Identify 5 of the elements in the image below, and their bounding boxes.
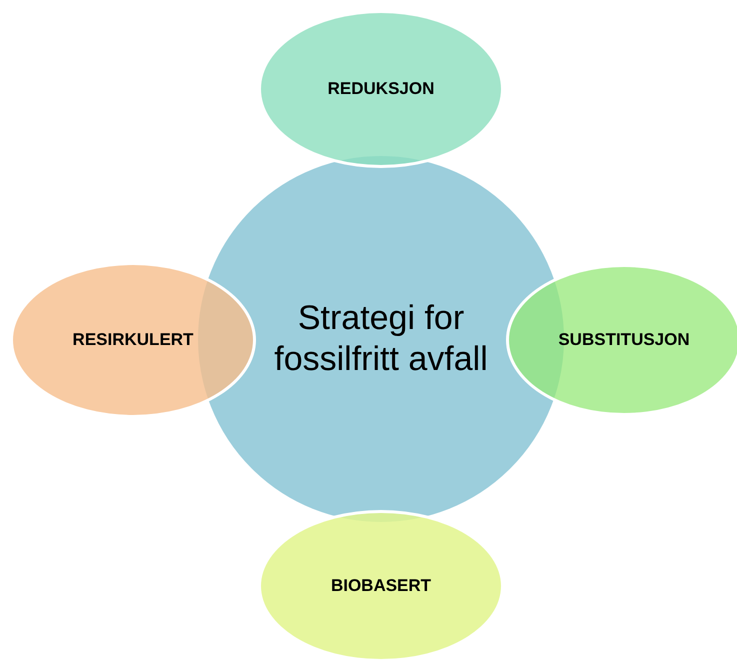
ellipse-label: BIOBASERT xyxy=(330,576,432,596)
ellipse-label: SUBSTITUSJON xyxy=(558,330,690,350)
circle-label: Strategi for fossilfritt avfall xyxy=(273,298,489,380)
ellipse-label: REDUKSJON xyxy=(328,78,434,100)
ellipse-label: RESIRKULERT xyxy=(72,330,194,350)
